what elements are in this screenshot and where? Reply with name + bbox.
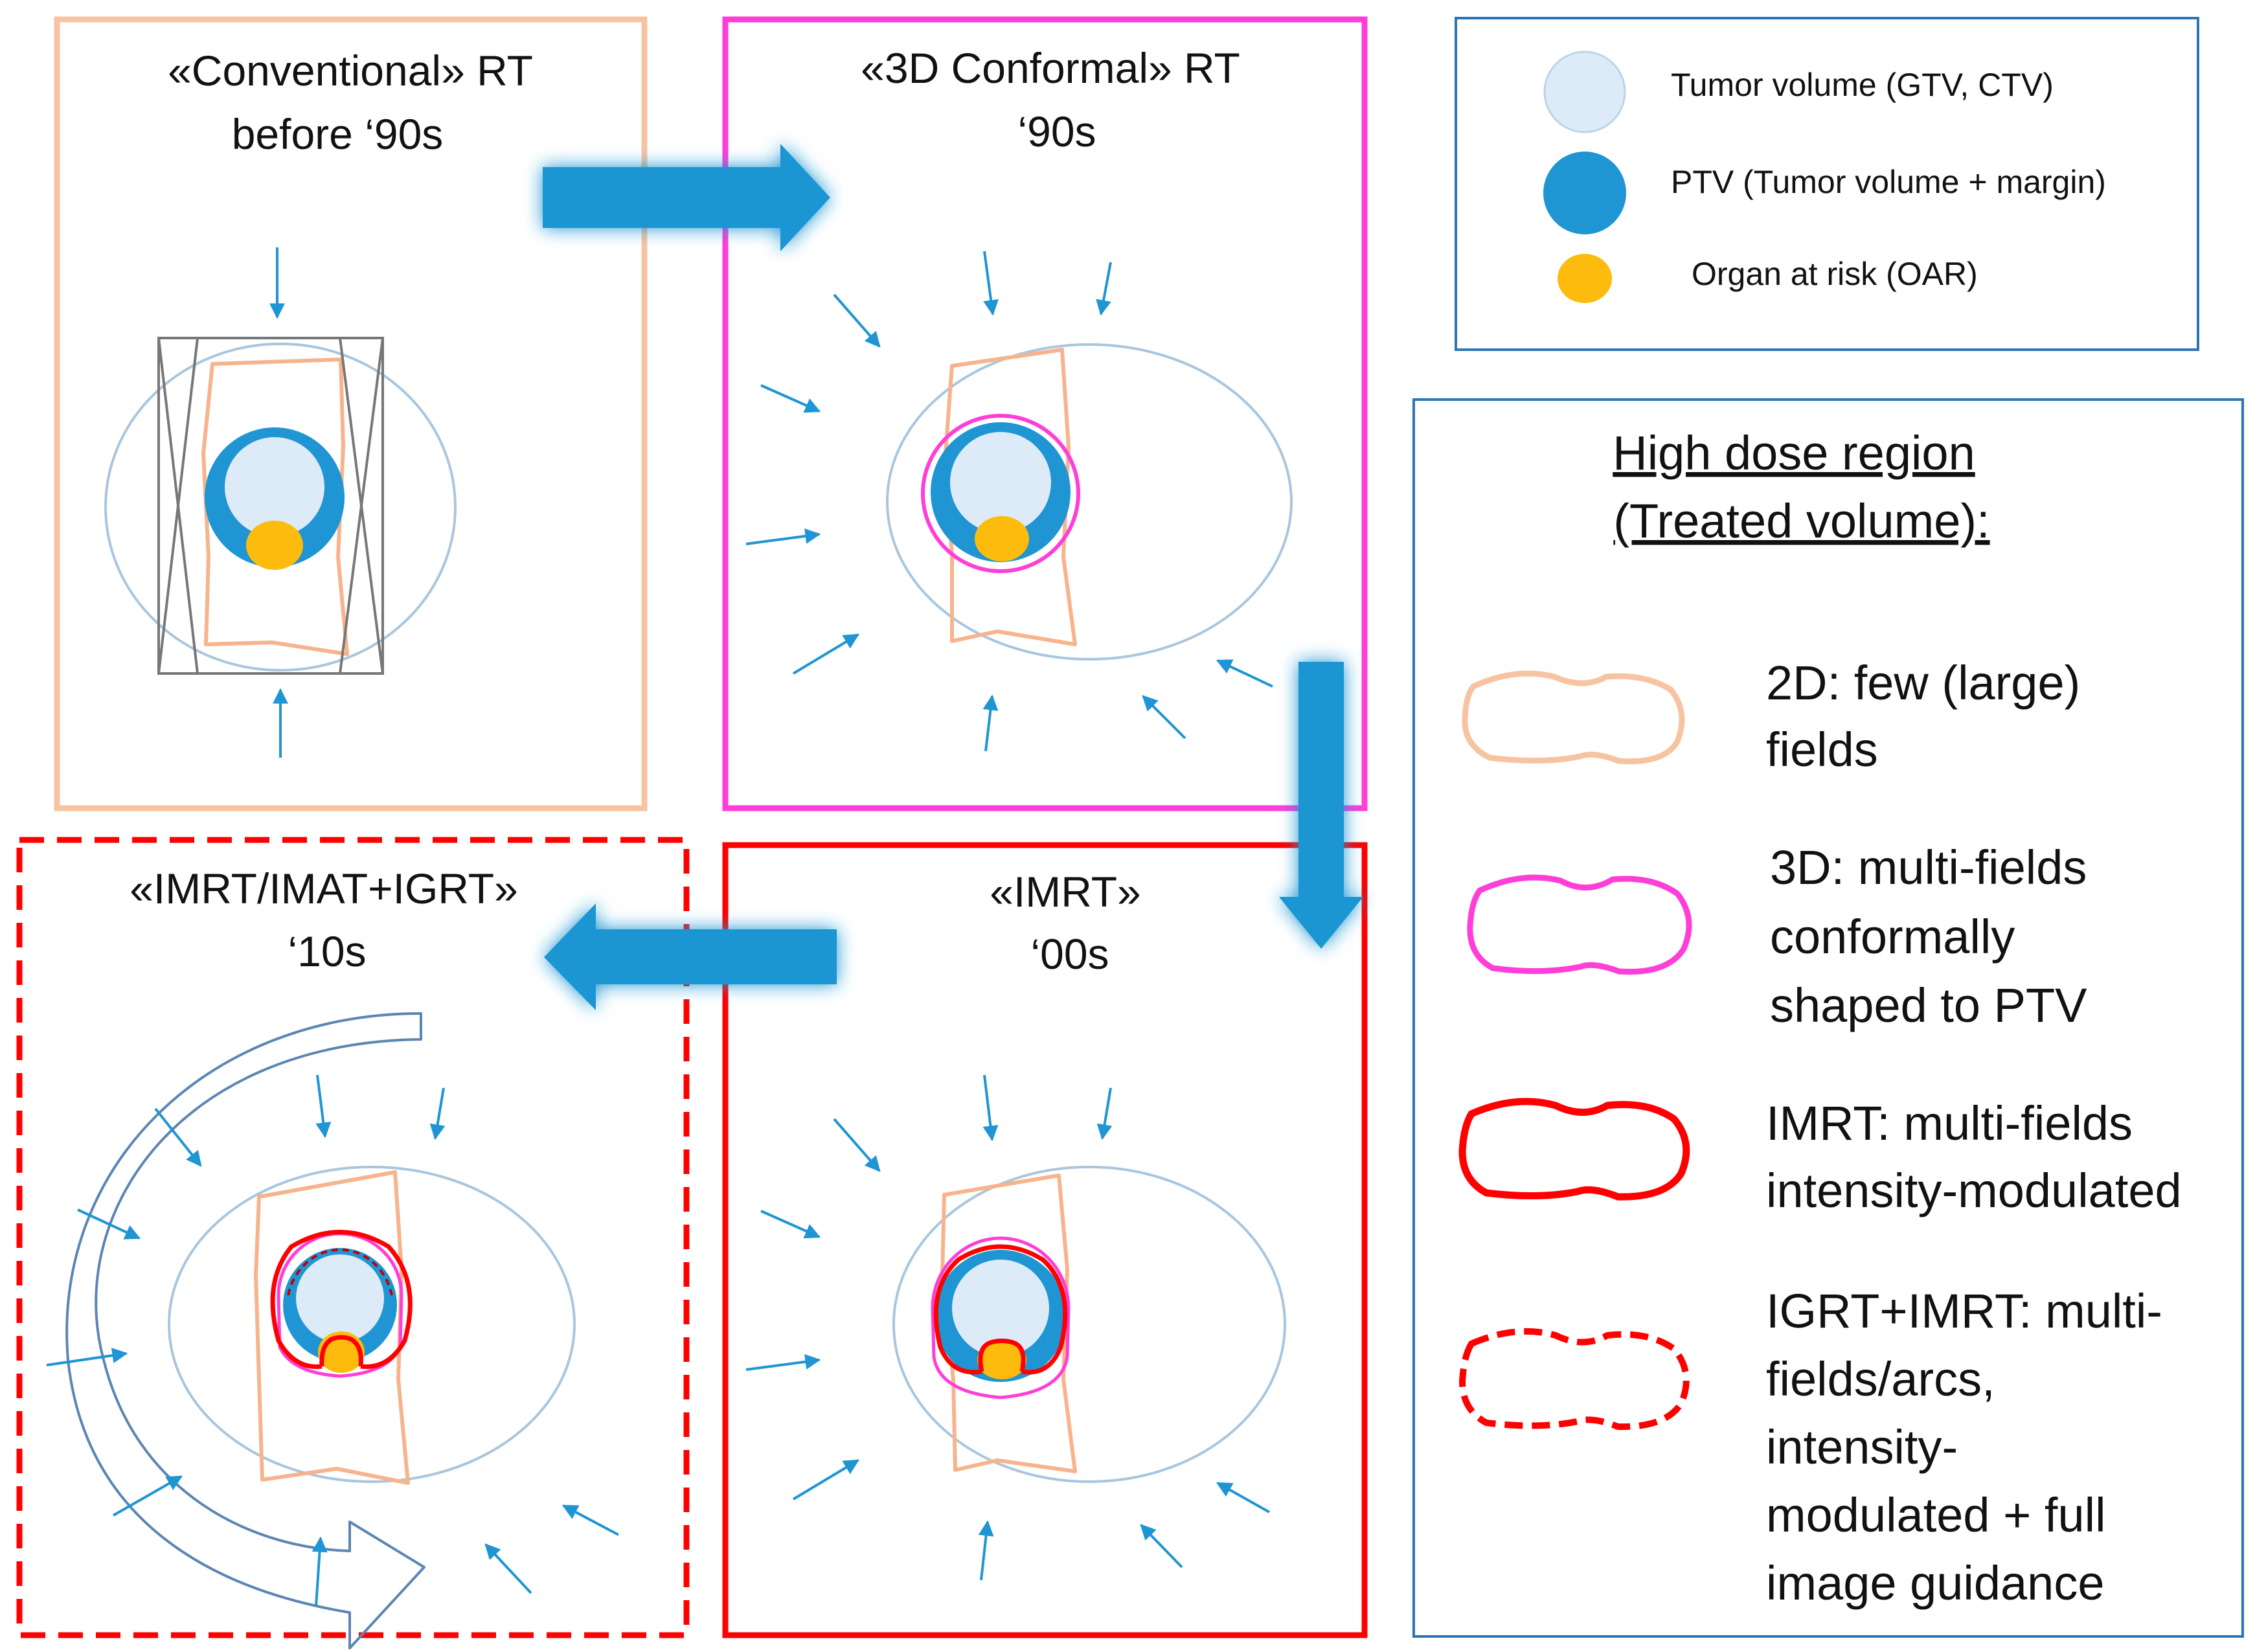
legend-ptv-swatch (1543, 152, 1626, 234)
organ-at-risk (977, 1341, 1026, 1379)
beam-arrows (745, 1074, 1270, 1581)
legend-imrt-swatch (1458, 1098, 1690, 1201)
body-outline (168, 1166, 576, 1483)
tumor-volume (950, 432, 1051, 533)
arrow-left-imrt-to-igrt (544, 903, 837, 1010)
beam-arrow (113, 1475, 183, 1517)
beam-arrows (745, 251, 1273, 752)
arrow-down-conformal-to-imrt (1279, 662, 1363, 949)
beam-arrow (978, 1520, 994, 1581)
field-outline-2d (254, 1170, 410, 1485)
legend-dose: High dose region (Treated volume): 2D: f… (1412, 398, 2244, 1638)
legend-dose-header-line1: High dose region (1613, 426, 1975, 480)
tumor-volume (296, 1254, 384, 1342)
panel-imrt-frame (722, 842, 1368, 1638)
legend-igrt-line4: modulated + full (1766, 1488, 2106, 1542)
body-outline (892, 1166, 1286, 1483)
beam-arrow (745, 528, 821, 545)
beam-arrow (1096, 1087, 1113, 1140)
beam-arrow (833, 1118, 881, 1172)
dose-region-imrt (270, 1230, 413, 1369)
arrow-right-conventional-to-conformal (543, 144, 830, 251)
beam-arrow (982, 694, 999, 752)
legend-igrt-line5: image guidance (1766, 1556, 2104, 1610)
body-outline (886, 343, 1293, 661)
legend-tumor-swatch (1543, 51, 1626, 133)
panel-imrt: «IMRT» ‘00s (722, 842, 1368, 1638)
beam-arrow (1096, 262, 1112, 316)
beam-arrow (312, 1536, 328, 1607)
dose-region-imrt (933, 1244, 1068, 1375)
legend-ptv-label: PTV (Tumor volume + margin) (1671, 164, 2106, 200)
imat-arc-outline (65, 1012, 425, 1649)
beam-arrow (833, 293, 881, 348)
legend-igrt-line1: IGRT+IMRT: multi- (1766, 1284, 2162, 1338)
legend-dose-header-line2: (Treated volume): (1613, 494, 1989, 548)
beam-arrow (1216, 659, 1273, 688)
beam-arrow (1142, 695, 1186, 740)
transition-arrows (543, 144, 1363, 1010)
beam-arrows (46, 1074, 619, 1607)
panel-imrt-title-line2: ‘00s (1030, 930, 1109, 978)
panel-conventional-frame (54, 16, 648, 811)
beam-arrow (561, 1504, 619, 1536)
beam-arrow (983, 251, 999, 316)
legend-imrt-line2: intensity-modulated (1766, 1164, 2182, 1217)
legend-2d-line1: 2D: few (large) (1766, 656, 2080, 710)
legend-3d-swatch (1467, 874, 1692, 975)
legend-volumes: Tumor volume (GTV, CTV) PTV (Tumor volum… (1455, 17, 2199, 351)
beam-arrow (745, 1353, 821, 1371)
beam-arrow (1140, 1524, 1183, 1568)
legend-imrt-line1: IMRT: multi-fields (1766, 1096, 2133, 1150)
beam-edges (157, 337, 384, 675)
panel-conventional-title-line2: before ‘90s (232, 110, 444, 158)
panel-conformal-title-line1: «3D Conformal» RT (861, 44, 1240, 92)
panel-igrt-title-line2: ‘10s (288, 927, 366, 975)
beam-arrow (154, 1107, 202, 1167)
legend-igrt-line3: intensity- (1766, 1420, 1958, 1474)
beam-arrow (1216, 1482, 1270, 1513)
legend-oar-label: Organ at risk (OAR) (1692, 256, 1978, 292)
panel-conformal-title-line2: ‘90s (1017, 107, 1096, 155)
body-outline (104, 343, 457, 672)
panel-igrt: «IMRT/IMAT+IGRT» ‘10s (16, 837, 690, 1649)
beam-arrow (46, 1348, 128, 1366)
organ-at-risk (246, 521, 303, 570)
panel-conformal: «3D Conformal» RT ‘90s (722, 16, 1368, 811)
legend-3d-line2: conformally (1770, 910, 2015, 964)
legend-2d-line2: fields (1766, 723, 1878, 776)
legend-3d-line1: 3D: multi-fields (1770, 841, 2087, 894)
legend-3d-line3: shaped to PTV (1770, 979, 2087, 1032)
panel-igrt-frame (16, 837, 690, 1638)
tumor-volume (225, 437, 324, 537)
tumor-volume (952, 1260, 1049, 1357)
beam-arrow (315, 1074, 332, 1138)
beam-arrow (429, 1087, 446, 1140)
legend-tumor-label: Tumor volume (GTV, CTV) (1671, 67, 2054, 103)
beam-arrow (760, 384, 821, 413)
beam-arrow (792, 633, 860, 675)
dose-region-3d (277, 1232, 403, 1378)
panel-igrt-title-line1: «IMRT/IMAT+IGRT» (130, 865, 518, 912)
legend-2d-swatch (1462, 670, 1685, 765)
dose-region-igrt (287, 1248, 393, 1296)
legend-igrt-line2: fields/arcs, (1766, 1352, 1995, 1406)
dose-region-3d (931, 1236, 1071, 1399)
beam-arrow (982, 1074, 999, 1142)
panel-conventional-title-line1: «Conventional» RT (168, 47, 533, 95)
beam-arrow (792, 1459, 860, 1500)
organ-at-risk (975, 516, 1029, 561)
beam-arrow (77, 1208, 141, 1239)
panel-conformal-frame (722, 16, 1368, 811)
beam-arrow (760, 1210, 821, 1239)
legend-igrt-swatch (1458, 1328, 1690, 1431)
beam-arrow (484, 1543, 532, 1594)
panel-conventional: «Conventional» RT before ‘90s (54, 16, 648, 811)
panel-imrt-title-line1: «IMRT» (990, 868, 1141, 916)
legend-oar-swatch (1558, 254, 1612, 303)
legend-dose-frame (1412, 398, 2244, 1638)
dose-region-3d (921, 414, 1080, 573)
